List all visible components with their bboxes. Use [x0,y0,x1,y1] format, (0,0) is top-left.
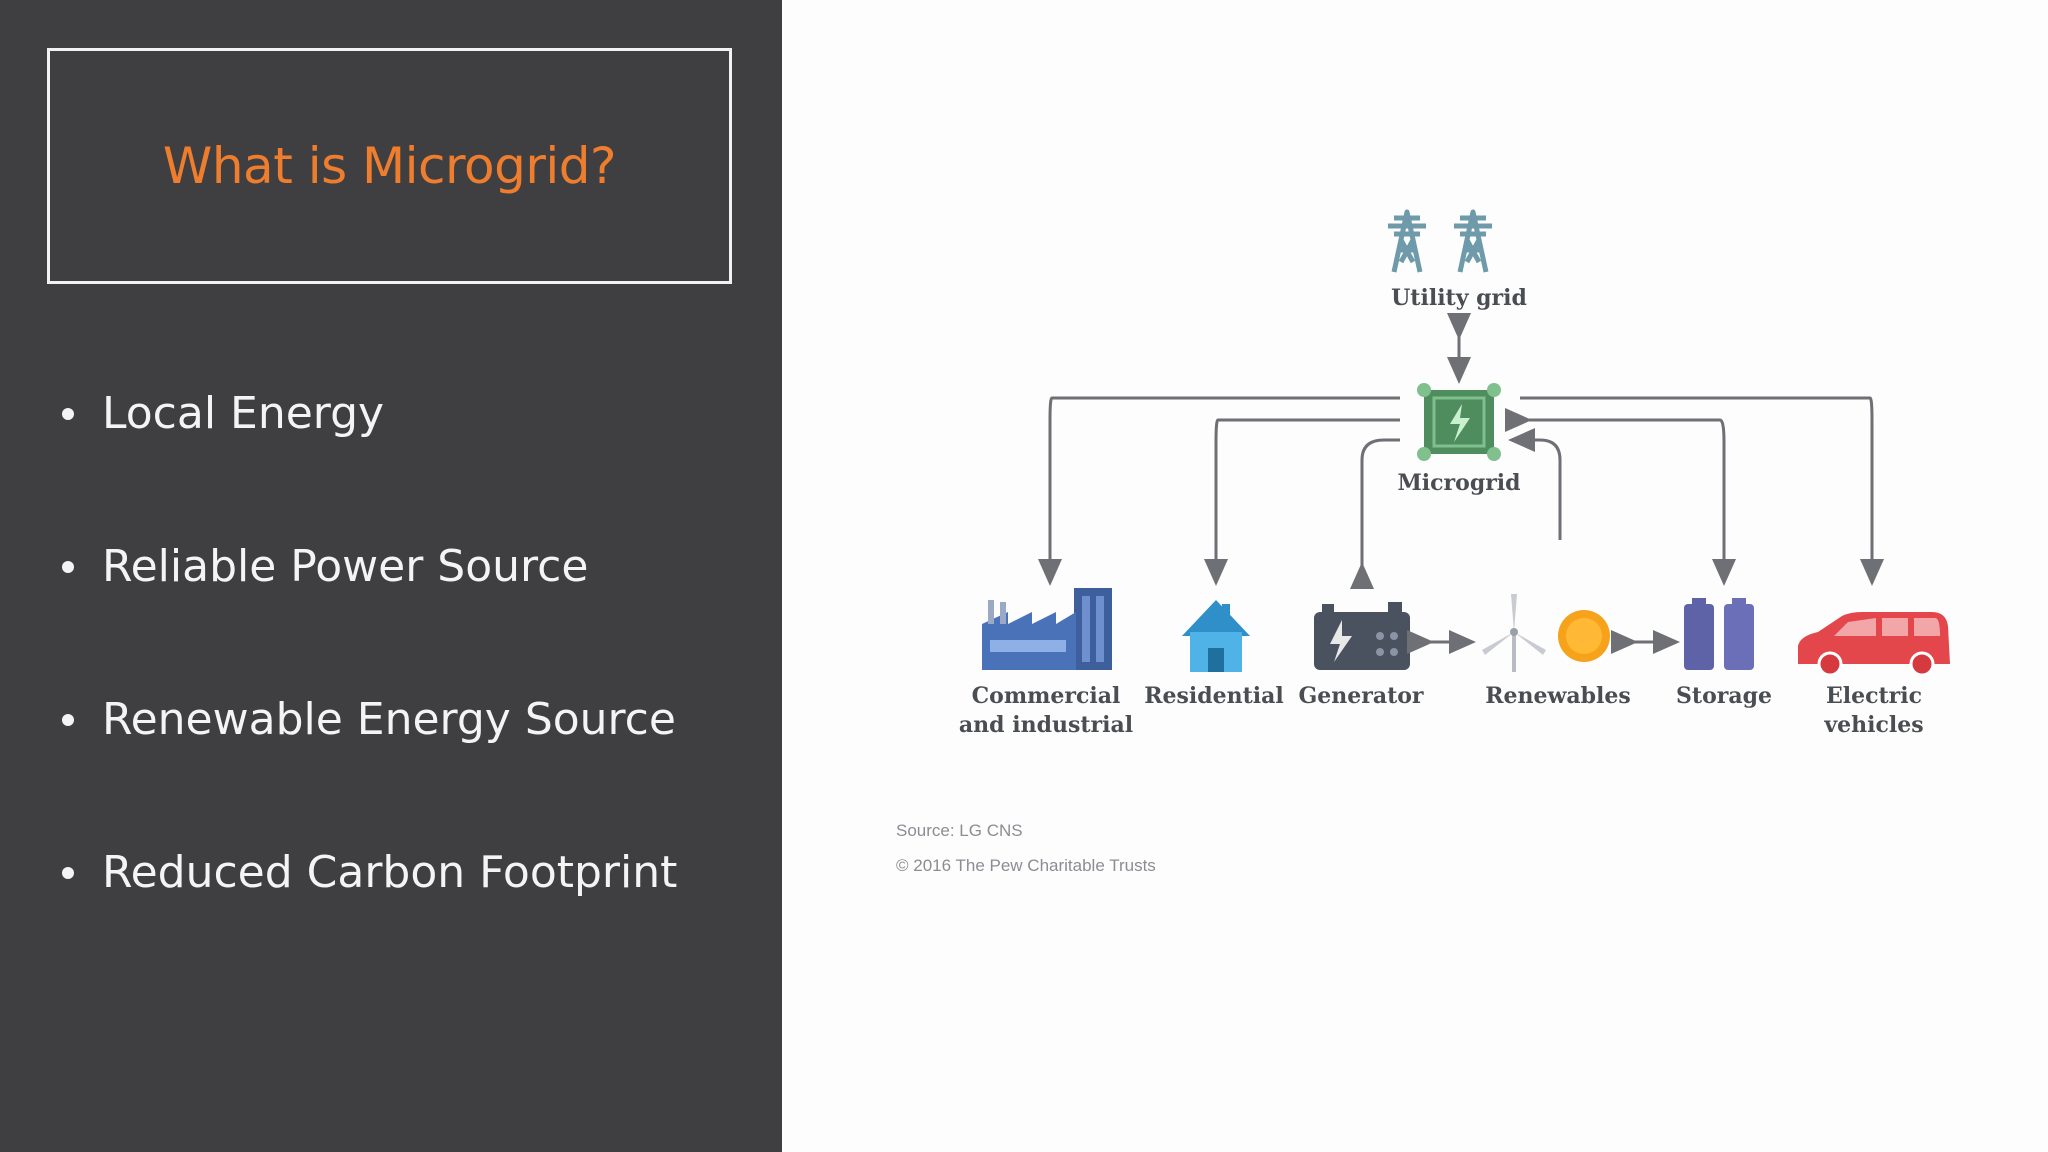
copyright-text: © 2016 The Pew Charitable Trusts [896,856,1156,875]
microgrid-box-icon [1417,383,1501,461]
source-text: Source: LG CNS [896,821,1023,840]
node-label-line1: Electric [1826,683,1922,709]
node-label: Residential [1144,683,1284,709]
bullet-text: Reliable Power Source [102,541,589,592]
bullet-text: Local Energy [102,388,385,439]
factory-icon [982,588,1112,670]
microgrid-diagram: Utility grid Microgrid Commercial and in… [896,209,1950,875]
bullet-list: Local Energy Reliable Power Source Renew… [0,0,782,1152]
node-label: Generator [1298,683,1423,709]
bullet-dot-icon [62,714,74,726]
bullet-text: Renewable Energy Source [102,694,676,745]
bullet-item: Reduced Carbon Footprint [62,851,677,895]
car-icon [1798,612,1950,677]
generator-icon [1314,602,1410,670]
slide-title: What is Microgrid? [162,137,617,195]
connector-lines [1038,396,1884,589]
bullet-dot-icon [62,561,74,573]
bullet-item: Renewable Energy Source [62,698,676,742]
wind-solar-icon [1482,594,1610,672]
node-label: Storage [1676,683,1772,709]
bullet-item: Local Energy [62,392,384,436]
node-label-line2: vehicles [1823,712,1923,738]
house-icon [1182,600,1250,672]
battery-icon [1684,598,1754,670]
node-label-line2: and industrial [959,712,1133,738]
utility-grid-label: Utility grid [1391,285,1527,311]
bullet-item: Reliable Power Source [62,545,588,589]
diagram-panel: Utility grid Microgrid Commercial and in… [782,0,2048,1152]
bullet-text: Reduced Carbon Footprint [102,847,678,898]
title-box: What is Microgrid? [47,48,732,284]
transmission-tower-icon [1388,209,1492,273]
node-label: Renewables [1485,683,1631,709]
node-label-line1: Commercial [972,683,1121,709]
microgrid-label: Microgrid [1397,470,1520,496]
left-panel: What is Microgrid? Local Energy Reliable… [0,0,782,1152]
bullet-dot-icon [62,408,74,420]
bullet-dot-icon [62,867,74,879]
